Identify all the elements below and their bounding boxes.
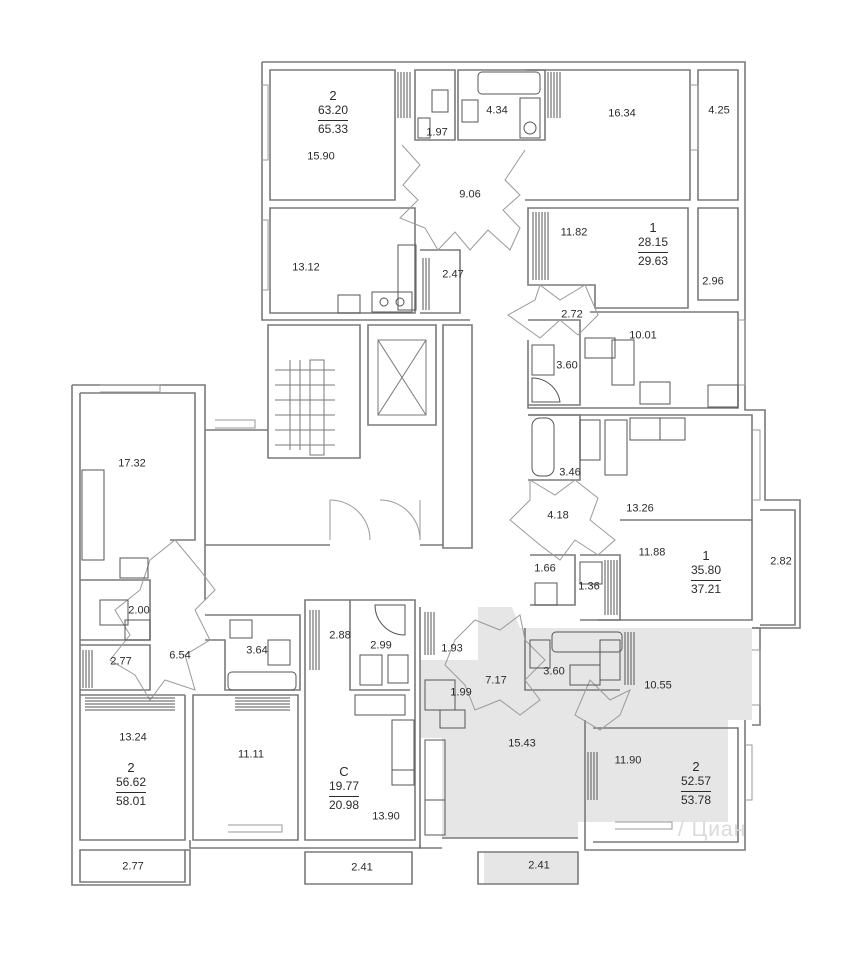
room-area-label: 1.66 xyxy=(534,562,556,575)
room-area-label: 9.06 xyxy=(459,188,481,201)
door-swings xyxy=(109,144,631,731)
room-area-label: 2.41 xyxy=(528,859,550,872)
apartment-label: 2 63.20 65.33 xyxy=(317,88,349,137)
room-area-label: 2.82 xyxy=(770,555,792,568)
apartment-total-area: 65.33 xyxy=(317,121,349,136)
apartment-label: 2 52.57 53.78 xyxy=(680,759,712,808)
room-area-label: 2.77 xyxy=(122,860,144,873)
apartment-living-area: 19.77 xyxy=(328,779,360,797)
apartment-living-area: 56.62 xyxy=(115,775,147,793)
room-area-label: 10.55 xyxy=(644,679,672,692)
room-area-label: 4.34 xyxy=(486,104,508,117)
outer-walls xyxy=(71,61,801,886)
room-area-label: 2.77 xyxy=(110,655,132,668)
room-area-label: 2.47 xyxy=(442,268,464,281)
room-area-label: 7.17 xyxy=(485,674,507,687)
apartment-label: С 19.77 20.98 xyxy=(328,764,360,813)
room-area-label: 15.90 xyxy=(307,150,335,163)
apartment-total-area: 29.63 xyxy=(637,253,669,268)
apartment-living-area: 63.20 xyxy=(317,103,349,121)
radiators xyxy=(82,72,635,800)
highlighted-apartment xyxy=(420,607,752,884)
apartment-total-area: 53.78 xyxy=(680,792,712,807)
apartment-total-area: 37.21 xyxy=(690,581,722,596)
room-area-label: 4.25 xyxy=(708,104,730,117)
room-area-label: 10.01 xyxy=(629,329,657,342)
apartment-rooms: 2 xyxy=(692,759,700,774)
apartment-rooms: 2 xyxy=(329,88,337,103)
room-area-label: 13.12 xyxy=(292,261,320,274)
apartment-total-area: 20.98 xyxy=(328,797,360,812)
room-area-label: 2.99 xyxy=(370,639,392,652)
apartment-total-area: 58.01 xyxy=(115,793,147,808)
stair-and-lift xyxy=(275,324,437,456)
room-area-label: 1.99 xyxy=(450,686,472,699)
room-area-label: 11.88 xyxy=(638,546,666,559)
room-area-label: 11.11 xyxy=(238,748,264,761)
room-area-label: 13.24 xyxy=(119,731,147,744)
apartment-rooms: 2 xyxy=(127,760,135,775)
room-area-label: 3.46 xyxy=(559,466,581,479)
room-area-label: 3.60 xyxy=(556,359,578,372)
apartment-living-area: 28.15 xyxy=(637,235,669,253)
fixtures xyxy=(81,71,739,836)
room-area-label: 1.36 xyxy=(578,580,600,593)
apartment-label: 2 56.62 58.01 xyxy=(115,760,147,809)
room-area-label: 17.32 xyxy=(118,457,146,470)
room-area-label: 13.90 xyxy=(372,810,400,823)
room-area-label: 2.41 xyxy=(351,861,373,874)
apartment-living-area: 35.80 xyxy=(690,563,722,581)
room-area-label: 6.54 xyxy=(169,649,191,662)
room-area-label: 13.26 xyxy=(626,502,654,515)
room-area-label: 3.60 xyxy=(543,665,565,678)
room-area-label: 2.96 xyxy=(702,275,724,288)
apartment-label: 1 28.15 29.63 xyxy=(637,220,669,269)
room-area-label: 2.72 xyxy=(561,308,583,321)
apartment-rooms: 1 xyxy=(702,548,710,563)
apartment-rooms: 1 xyxy=(649,220,657,235)
room-area-label: 3.64 xyxy=(246,644,268,657)
room-area-label: 4.18 xyxy=(547,509,569,522)
room-area-label: 15.43 xyxy=(508,737,536,750)
room-area-label: 1.97 xyxy=(426,126,448,139)
apartment-rooms: С xyxy=(339,764,349,779)
apartment-living-area: 52.57 xyxy=(680,774,712,792)
apartment-label: 1 35.80 37.21 xyxy=(690,548,722,597)
room-area-label: 11.82 xyxy=(560,226,588,239)
watermark: / Циан xyxy=(678,818,747,841)
room-area-label: 2.88 xyxy=(329,629,351,642)
room-area-label: 16.34 xyxy=(608,107,636,120)
room-area-label: 2.00 xyxy=(128,604,150,617)
room-area-label: 11.90 xyxy=(614,754,642,767)
room-area-label: 1.93 xyxy=(441,642,463,655)
windows xyxy=(100,84,761,833)
